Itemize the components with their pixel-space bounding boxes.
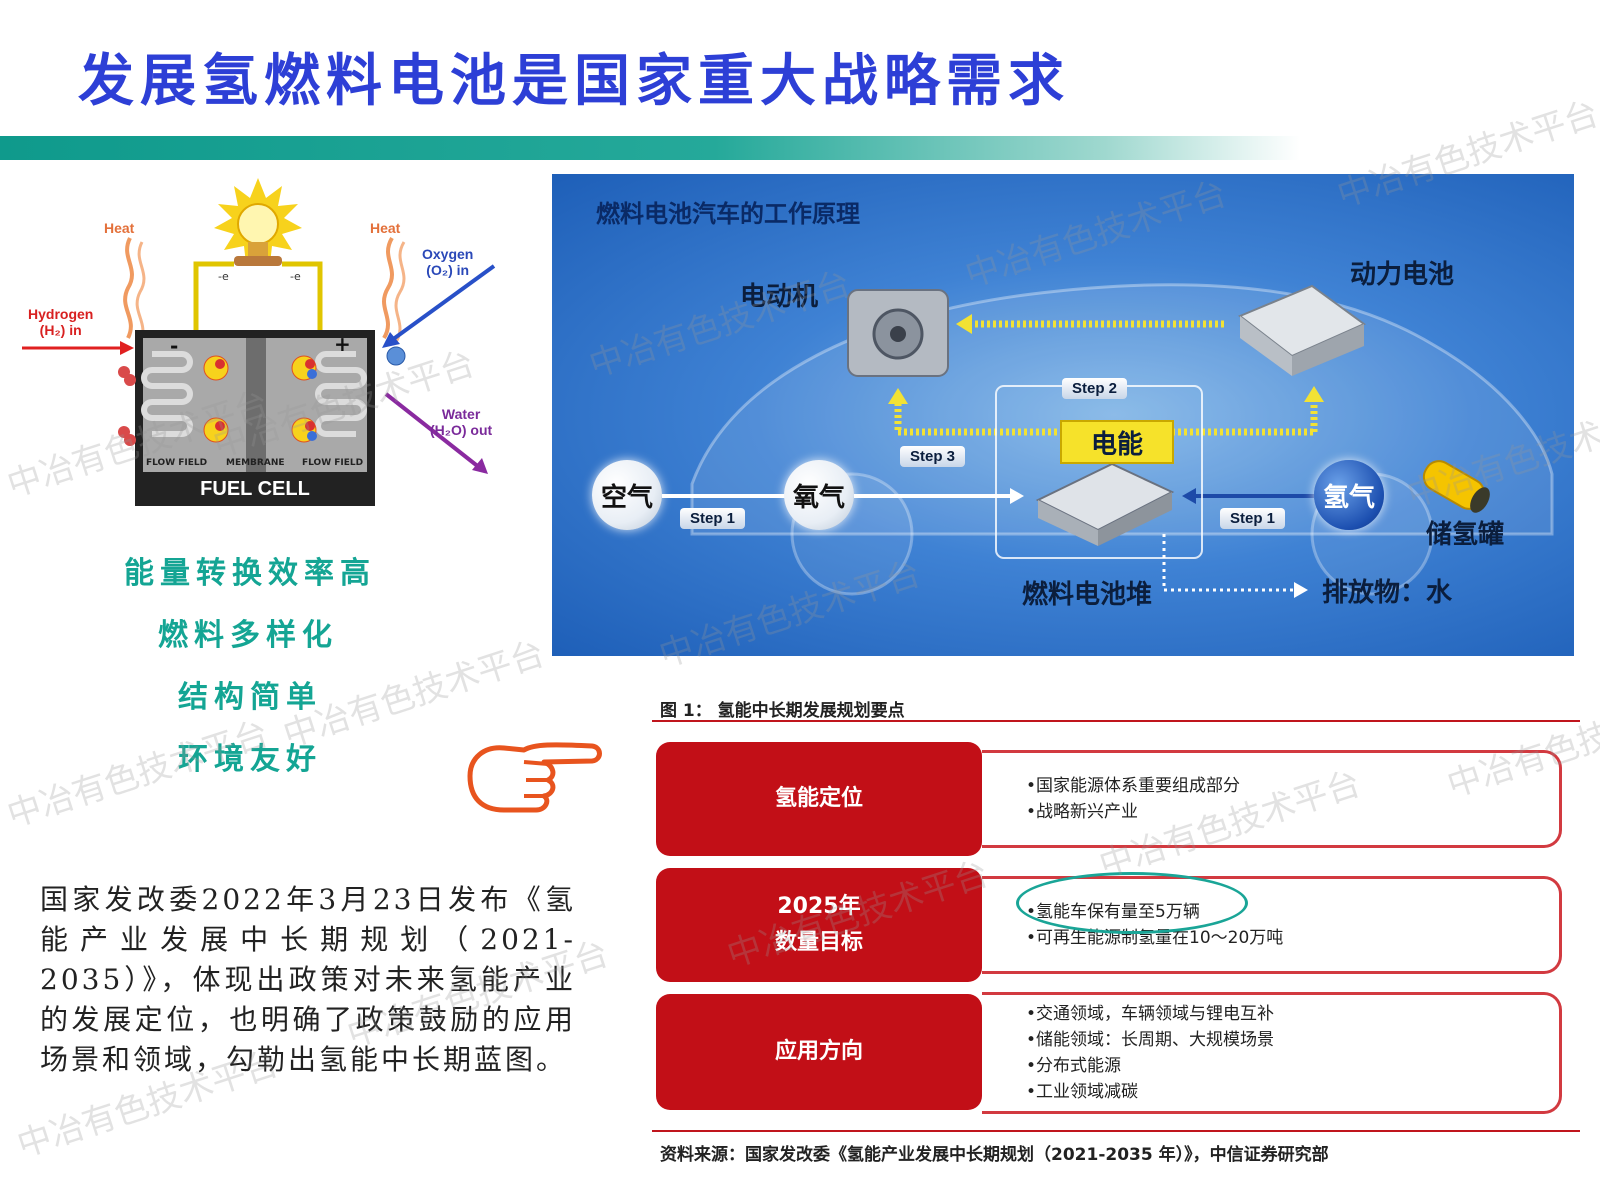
step-badge-2: Step 2 xyxy=(1062,378,1128,399)
diagram-title: 燃料电池汽车的工作原理 xyxy=(596,200,860,228)
plus-terminal: + xyxy=(334,332,351,356)
emission-label: 排放物：水 xyxy=(1322,578,1453,608)
title-divider-bar xyxy=(0,136,1300,160)
plan-item: •分布式能源 xyxy=(1026,1056,1122,1076)
plan-item: •交通领域，车辆领域与锂电互补 xyxy=(1026,1004,1275,1024)
hydrogen-in-label: Hydrogen (H₂) in xyxy=(28,306,94,338)
fuel-cell-stack-label: 燃料电池堆 xyxy=(1022,580,1153,610)
plan-heading-line: 应用方向 xyxy=(774,1039,863,1064)
feature-item: 能量转换效率高 xyxy=(124,556,376,591)
water-out-label: Water (H₂O) out xyxy=(430,406,493,438)
plan-row-1-items: •国家能源体系重要组成部分 •战略新兴产业 xyxy=(982,750,1562,848)
oxygen-in-label: Oxygen (O₂) in xyxy=(422,246,474,278)
membrane-label: MEMBRANE xyxy=(226,458,285,468)
flow-field-left-label: FLOW FIELD xyxy=(146,458,208,468)
plan-row-3-heading: 应用方向 xyxy=(656,994,982,1110)
fuel-cell-stack-image xyxy=(1035,462,1175,546)
car-outline-graphic xyxy=(662,283,1554,598)
plan-item: •国家能源体系重要组成部分 xyxy=(1026,776,1241,796)
figure-title: 图 1： 氢能中长期发展规划要点 xyxy=(660,701,905,721)
plan-heading-line: 数量目标 xyxy=(774,930,863,955)
plan-heading-line: 2025年 xyxy=(777,894,861,919)
fuel-cell-graphic xyxy=(22,178,496,506)
pointing-hand-icon xyxy=(467,742,602,813)
plan-heading-line: 氢能定位 xyxy=(774,786,863,811)
minus-terminal: - xyxy=(170,334,179,358)
policy-paragraph: 国家发改委2022年3月23日发布《氢能产业发展中长期规划（2021-2035）… xyxy=(40,883,576,1076)
electric-motor-image xyxy=(847,289,949,377)
hydrogen-bubble: 氢气 xyxy=(1314,460,1384,530)
plan-row-3-items: •交通领域，车辆领域与锂电互补 •储能领域：长周期、大规模场景 •分布式能源 •… xyxy=(982,992,1562,1114)
step-badge-3: Step 3 xyxy=(900,446,966,467)
step-badge-1-left: Step 1 xyxy=(680,508,746,529)
electron-left-label: -e xyxy=(218,270,229,283)
power-battery-image xyxy=(1238,284,1366,376)
motor-label: 电动机 xyxy=(740,282,819,312)
plan-item: •战略新兴产业 xyxy=(1026,802,1139,822)
plan-row-2-heading: 2025年 数量目标 xyxy=(656,868,982,982)
step-badge-1-right: Step 1 xyxy=(1220,508,1286,529)
plan-item: •储能领域：长周期、大规模场景 xyxy=(1026,1030,1275,1050)
plan-item: •工业领域减碳 xyxy=(1026,1082,1139,1102)
electron-right-label: -e xyxy=(290,270,301,283)
hydrogen-tank-label: 储氢罐 xyxy=(1426,520,1505,550)
feature-item: 环境友好 xyxy=(178,742,322,777)
figure-top-rule xyxy=(652,720,1580,722)
figure-source: 资料来源：国家发改委《氢能产业发展中长期规划（2021-2035 年）》，中信证… xyxy=(660,1145,1329,1165)
air-bubble: 空气 xyxy=(592,460,662,530)
fuel-cell-vehicle-diagram: 燃料电池汽车的工作原理 电动机 动力电池 电能 Step 2 Step 3 St… xyxy=(552,174,1574,656)
plan-item: •可再生能源制氢量在10～20万吨 xyxy=(1026,928,1284,948)
feature-item: 燃料多样化 xyxy=(158,618,338,653)
figure-bottom-rule xyxy=(652,1130,1580,1132)
fuel-cell-label: FUEL CELL xyxy=(200,478,310,500)
fuel-cell-diagram: Heat Heat Hydrogen (H₂) in Oxygen (O₂) i… xyxy=(20,168,520,518)
page-title: 发展氢燃料电池是国家重大战略需求 xyxy=(78,48,1070,114)
light-bulb-icon xyxy=(214,178,302,266)
electric-energy-label: 电能 xyxy=(1060,420,1174,464)
plan-row-1-heading: 氢能定位 xyxy=(656,742,982,856)
battery-label: 动力电池 xyxy=(1350,260,1455,290)
heat-right-label: Heat xyxy=(370,220,401,236)
feature-item: 结构简单 xyxy=(178,680,322,715)
oxygen-bubble: 氧气 xyxy=(784,460,854,530)
heat-left-label: Heat xyxy=(104,220,135,236)
highlight-ellipse xyxy=(1016,872,1248,934)
hydrogen-tank-image xyxy=(1422,460,1490,513)
flow-field-right-label: FLOW FIELD xyxy=(302,458,364,468)
